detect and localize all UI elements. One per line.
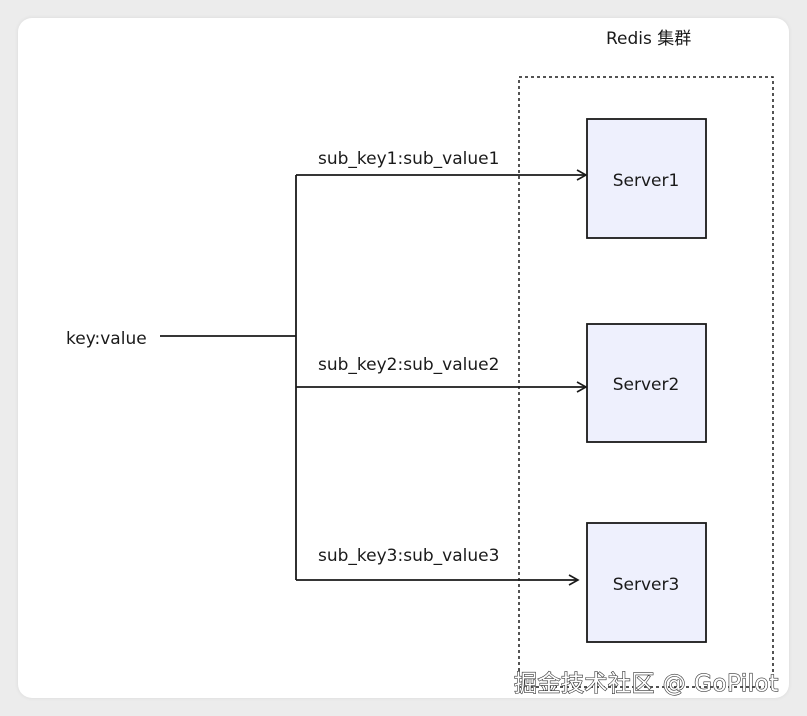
redis-cluster-boundary [518,76,774,688]
source-key-label: key:value [66,329,147,349]
branch-label-3: sub_key3:sub_value3 [318,546,499,566]
server-node-3 [586,522,707,643]
branch-label-2: sub_key2:sub_value2 [318,355,499,375]
branch-label-1: sub_key1:sub_value1 [318,149,499,169]
server-node-2 [586,323,707,443]
server-node-1 [586,118,707,239]
server-label-1: Server1 [613,171,680,191]
server-label-3: Server3 [613,575,680,595]
watermark-text: 掘金技术社区 @ GoPilot [513,670,779,697]
cluster-title: Redis 集群 [606,29,691,49]
server-label-2: Server2 [613,375,680,395]
